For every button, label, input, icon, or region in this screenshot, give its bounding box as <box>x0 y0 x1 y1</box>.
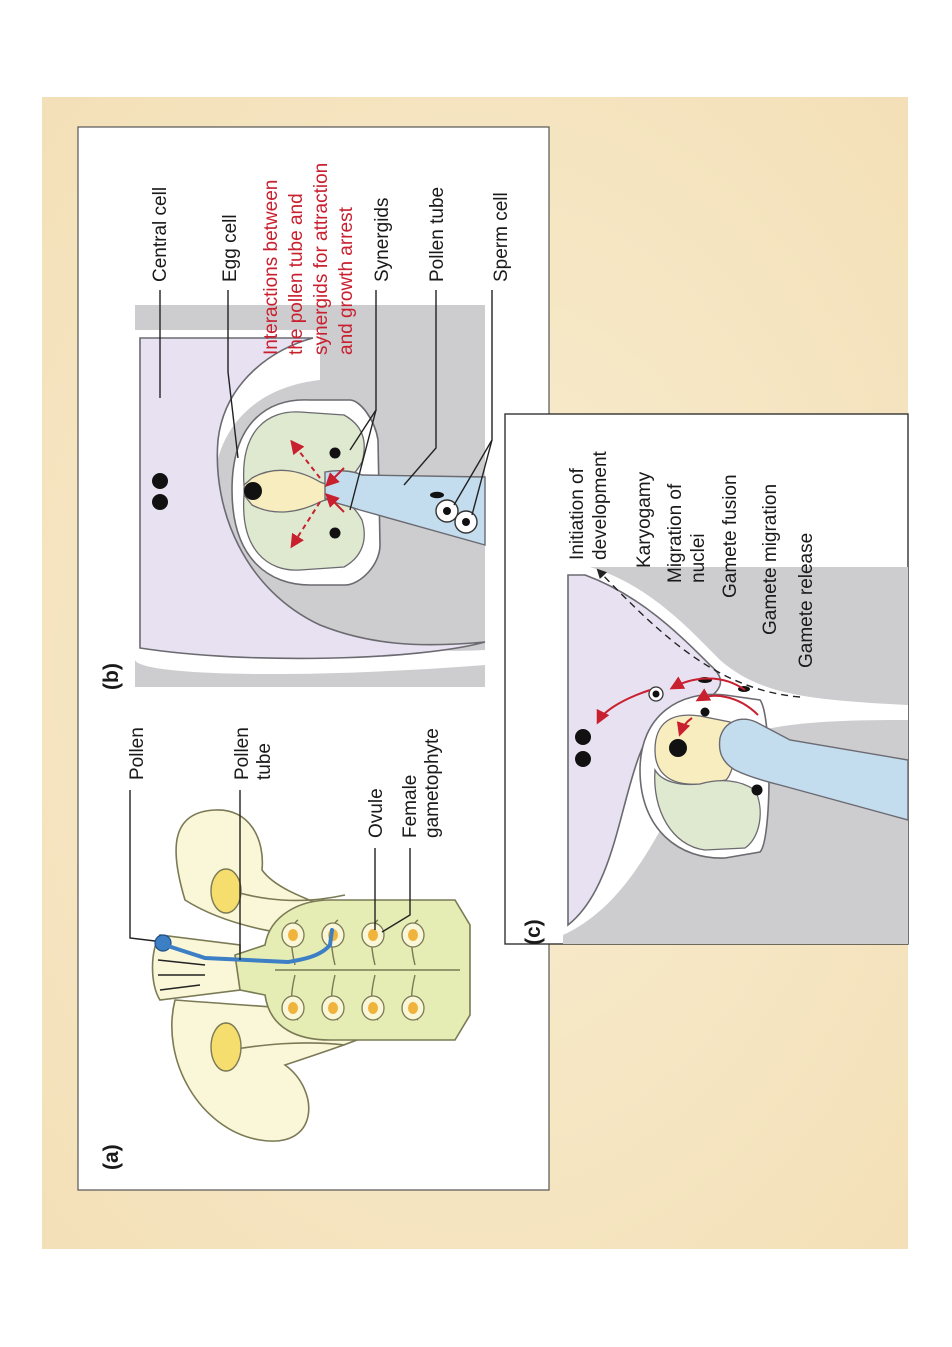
label-sperm-cell: Sperm cell <box>491 192 512 282</box>
ovule-row-bottom <box>281 974 425 1021</box>
label-gamete-migration: Gamete migration <box>760 484 781 635</box>
polar-nucleus-c-2 <box>575 751 591 767</box>
synergid-c <box>654 767 761 851</box>
label-pollen-tube-line1: Pollen <box>232 727 253 780</box>
egg-nucleus-c <box>669 739 687 757</box>
polar-nucleus-c-1 <box>575 729 591 745</box>
panel-c: (c) <box>504 413 909 945</box>
anther-top <box>210 868 242 914</box>
interaction-line-3: synergids for attraction <box>311 163 332 355</box>
flower-illustration <box>151 809 471 1142</box>
panel-c-tag: (c) <box>522 919 545 945</box>
label-karyogamy: Karyogamy <box>634 471 655 568</box>
interaction-caption: Interactions between the pollen tube and… <box>261 163 357 355</box>
label-pollen: Pollen <box>127 727 148 780</box>
label-initiation-line2: development <box>590 450 611 560</box>
interaction-arrows <box>290 439 345 549</box>
polar-nucleus-1 <box>152 473 168 489</box>
label-gamete-fusion: Gamete fusion <box>720 474 741 598</box>
egg-nucleus <box>244 482 262 500</box>
label-pollen-tube-line2: tube <box>254 743 275 780</box>
label-central-cell: Central cell <box>150 187 171 282</box>
label-synergids: Synergids <box>372 198 393 283</box>
gamete-arrows <box>596 676 759 737</box>
pollen-tube-c <box>718 718 908 821</box>
anther-bottom <box>210 1022 242 1072</box>
panel-a: (a) <box>100 727 471 1170</box>
label-ovule: Ovule <box>366 788 387 838</box>
process-arc <box>596 568 801 698</box>
label-pollen-tube-b: Pollen tube <box>427 187 448 282</box>
panel-b-tag: (b) <box>100 663 123 690</box>
polar-nucleus-2 <box>152 494 168 510</box>
interaction-line-1: Interactions between <box>261 180 282 355</box>
interaction-line-2: the pollen tube and <box>286 193 307 355</box>
label-gamete-release: Gamete release <box>796 533 817 668</box>
pollen-tube-path <box>166 943 332 965</box>
sperm-cells <box>435 499 478 534</box>
label-egg-cell: Egg cell <box>220 214 241 282</box>
interaction-line-4: and growth arrest <box>336 206 357 355</box>
panel-b: (b) <box>100 163 512 690</box>
central-cell <box>139 337 486 660</box>
label-migration-line1: Migration of <box>665 483 686 583</box>
label-initiation-line1: Initiation of <box>567 467 588 560</box>
label-female-line1: Female <box>400 775 421 838</box>
synergid-lower <box>243 493 365 571</box>
vegetative-nucleus <box>430 491 444 499</box>
label-female-line2: gametophyte <box>422 728 443 838</box>
label-migration-line2: nuclei <box>688 533 709 583</box>
panel-a-tag: (a) <box>100 1144 123 1170</box>
pollen-grain <box>154 934 172 952</box>
